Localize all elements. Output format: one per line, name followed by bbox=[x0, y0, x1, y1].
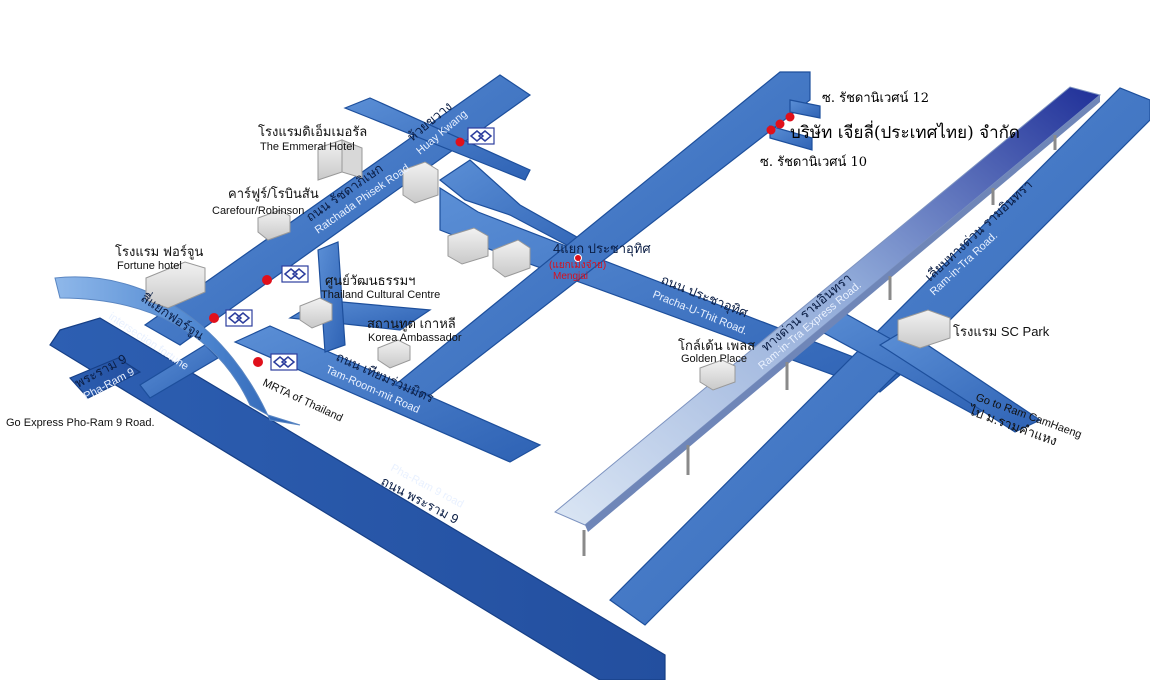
road-center-diagonal bbox=[393, 71, 811, 396]
soi-10-label: ซ. รัชดานิเวศน์ 10 bbox=[760, 154, 867, 170]
building-pracha-1 bbox=[447, 227, 489, 265]
mrt-station-icon bbox=[281, 265, 309, 283]
road-pharam9-left bbox=[68, 357, 142, 399]
mrt-station-icon bbox=[467, 127, 495, 145]
marker-mrta bbox=[253, 357, 263, 367]
marker-cultural bbox=[262, 275, 272, 285]
road-pharam9-left-stub bbox=[139, 344, 219, 399]
cultural-th: ศูนย์วัฒนธรรมฯ bbox=[325, 273, 415, 289]
intersection-label: 4แยก ประชาอุทิศ bbox=[553, 241, 651, 257]
building-carefour bbox=[257, 209, 291, 241]
expressway-side bbox=[585, 95, 1100, 532]
building-cultural bbox=[299, 297, 333, 329]
road-east-cross bbox=[878, 329, 1042, 433]
marker-huaykwang bbox=[455, 137, 465, 147]
emmeral-en: The Emmeral Hotel bbox=[260, 141, 355, 153]
cultural-en: Thailand Cultural Centre bbox=[321, 289, 440, 301]
marker-company-3 bbox=[785, 112, 795, 122]
carefour-th: คาร์ฟูร์/โรบินสัน bbox=[228, 186, 319, 202]
mengjai-en-label: Mengjai bbox=[553, 271, 588, 282]
expressway-pillars bbox=[582, 135, 1057, 556]
golden-th: โกล์เด้น เพลส bbox=[678, 338, 755, 353]
korea-th: สถานทูต เกาหลี bbox=[367, 316, 456, 332]
building-korea bbox=[377, 339, 411, 369]
building-sc-park bbox=[897, 309, 951, 349]
express-pharam9-note: Go Express Pho-Ram 9 Road. bbox=[6, 417, 155, 429]
soi-12-label: ซ. รัชดานิเวศน์ 12 bbox=[822, 90, 929, 106]
mengjai-th-label: (แยกเม่งจ๋าย) bbox=[549, 259, 606, 271]
mrt-station-icon bbox=[270, 353, 298, 371]
fortune-hotel-en: Fortune hotel bbox=[117, 260, 182, 272]
road-soi12 bbox=[789, 99, 821, 119]
korea-en: Korea Ambassador bbox=[368, 332, 462, 344]
marker-company-2 bbox=[775, 119, 785, 129]
marker-company-1 bbox=[766, 125, 776, 135]
marker-fortune bbox=[209, 313, 219, 323]
building-pracha-2 bbox=[492, 239, 531, 278]
road-huaykwang-upper bbox=[343, 97, 531, 181]
fortune-hotel-th: โรงแรม ฟอร์จูน bbox=[115, 244, 203, 260]
scpark-label: โรงแรม SC Park bbox=[953, 324, 1050, 339]
emmeral-th: โรงแรมดิเอ็มเมอรัล bbox=[258, 122, 367, 139]
golden-en: Golden Place bbox=[681, 353, 747, 365]
road-pharam9 bbox=[49, 317, 666, 680]
building-golden-place bbox=[699, 359, 736, 391]
building-fortune-hotel bbox=[145, 261, 206, 309]
fortune-arrow bbox=[54, 276, 301, 426]
marker-intersection bbox=[574, 254, 582, 262]
building-ratchada-block bbox=[402, 161, 439, 204]
mrt-station-icon bbox=[225, 309, 253, 327]
company-name: บริษัท เจียลี่(ประเทศไทย) จำกัด bbox=[790, 120, 1020, 143]
building-emmeral bbox=[317, 139, 363, 181]
road-tiam bbox=[233, 325, 542, 463]
carefour-en: Carefour/Robinson bbox=[212, 205, 304, 217]
